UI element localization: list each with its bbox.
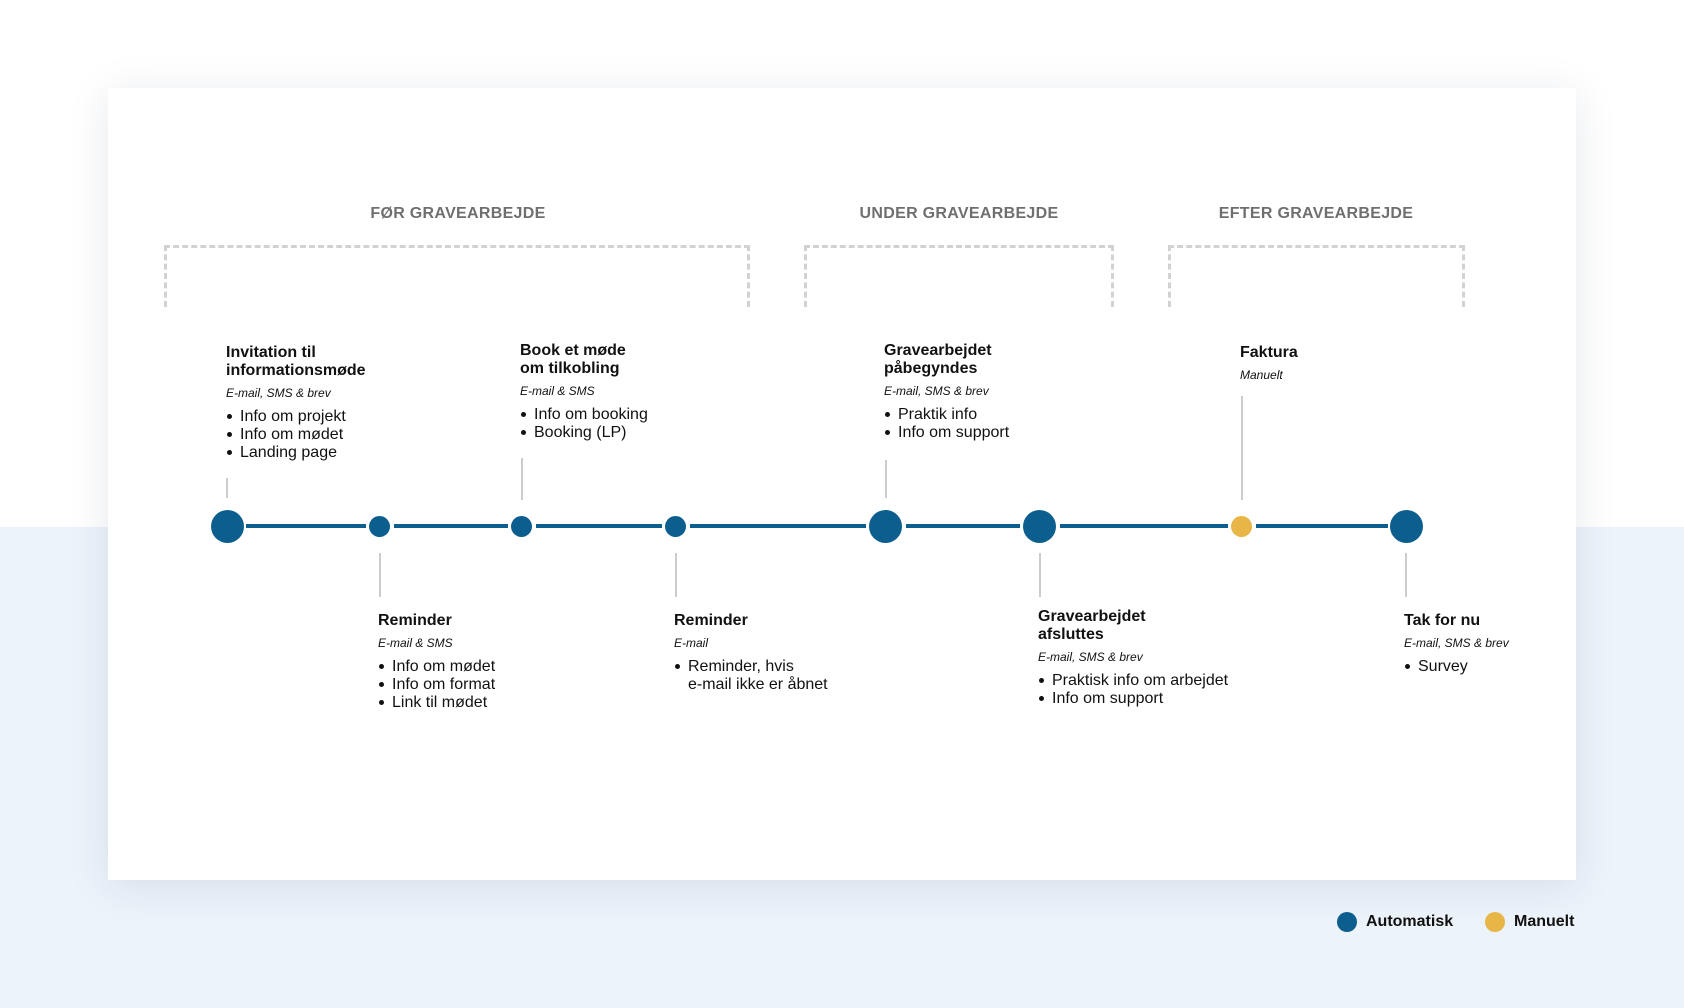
phase-bracket-after [1168, 245, 1465, 307]
event-items: Praktik info Info om support [884, 406, 1009, 442]
timeline-segment [536, 524, 662, 528]
connector-line [521, 458, 523, 500]
list-item: Booking (LP) [520, 424, 648, 442]
timeline-segment [906, 524, 1020, 528]
connector-line [885, 460, 887, 498]
list-item: Info om support [884, 424, 1009, 442]
connector-line [1039, 553, 1041, 597]
phase-label-before: FØR GRAVEARBEJDE [370, 205, 546, 222]
event-work-start: Gravearbejdet påbegyndes E-mail, SMS & b… [884, 342, 1009, 442]
timeline-node-start [869, 510, 902, 543]
event-title: Invitation til informationsmøde [226, 344, 366, 379]
event-items: Info om mødet Info om format Link til mø… [378, 658, 495, 712]
list-item: Survey [1404, 658, 1509, 676]
event-items: Info om projekt Info om mødet Landing pa… [226, 408, 366, 462]
event-booking: Book et møde om tilkobling E-mail & SMS … [520, 342, 648, 442]
phase-label-during: UNDER GRAVEARBEJDE [859, 205, 1059, 222]
list-item: Info om format [378, 676, 495, 694]
event-title: Reminder [378, 612, 452, 629]
timeline-segment [1256, 524, 1388, 528]
list-item: Praktisk info om arbejdet [1038, 672, 1228, 690]
event-items: Reminder, hvis e-mail ikke er åbnet [674, 658, 828, 694]
event-channel: E-mail, SMS & brev [884, 384, 989, 398]
event-title: Reminder [674, 612, 748, 629]
event-channel: E-mail [674, 636, 709, 650]
timeline-segment [690, 524, 866, 528]
legend-label: Manuelt [1514, 913, 1575, 930]
event-title: Faktura [1240, 344, 1298, 361]
event-reminder-2: Reminder E-mail Reminder, hvis e-mail ik… [674, 612, 828, 694]
event-title: Gravearbejdet afsluttes [1038, 608, 1146, 643]
event-reminder-1: Reminder E-mail & SMS Info om mødet Info… [378, 612, 495, 712]
list-item: Reminder, hvis e-mail ikke er åbnet [674, 658, 828, 694]
timeline-segment [394, 524, 508, 528]
list-item: Praktik info [884, 406, 1009, 424]
timeline-node-invoice [1231, 516, 1252, 537]
list-item: Info om support [1038, 690, 1228, 708]
event-invitation: Invitation til informationsmøde E-mail, … [226, 344, 366, 462]
timeline-node-reminder-1 [369, 516, 390, 537]
event-items: Survey [1404, 658, 1509, 676]
connector-line [1241, 396, 1243, 500]
legend-automatic: Automatisk [1337, 912, 1453, 932]
list-item: Link til mødet [378, 694, 495, 712]
event-work-finish: Gravearbejdet afsluttes E-mail, SMS & br… [1038, 608, 1228, 708]
connector-line [226, 478, 228, 498]
phase-label-after: EFTER GRAVEARBEJDE [1218, 205, 1414, 222]
event-channel: E-mail, SMS & brev [1038, 650, 1143, 664]
legend-manual: Manuelt [1485, 912, 1574, 932]
event-channel: E-mail & SMS [378, 636, 453, 650]
list-item: Landing page [226, 444, 366, 462]
list-item: Info om projekt [226, 408, 366, 426]
list-item: Info om booking [520, 406, 648, 424]
timeline-node-reminder-2 [665, 516, 686, 537]
phase-bracket-before [164, 245, 750, 307]
connector-line [1405, 553, 1407, 597]
diagram-card [108, 88, 1576, 880]
event-channel: E-mail & SMS [520, 384, 595, 398]
connector-line [379, 553, 381, 597]
event-channel: Manuelt [1240, 368, 1283, 382]
connector-line [675, 553, 677, 597]
event-title: Book et møde om tilkobling [520, 342, 626, 377]
manual-dot-icon [1485, 912, 1505, 932]
timeline-node-finish [1023, 510, 1056, 543]
automatic-dot-icon [1337, 912, 1357, 932]
event-thanks: Tak for nu E-mail, SMS & brev Survey [1404, 612, 1509, 676]
timeline-node-booking [511, 516, 532, 537]
event-title: Tak for nu [1404, 612, 1481, 629]
timeline-node-thanks [1390, 510, 1423, 543]
event-invoice: Faktura Manuelt [1240, 344, 1298, 382]
timeline-segment [1060, 524, 1228, 528]
event-items: Info om booking Booking (LP) [520, 406, 648, 442]
phase-bracket-during [804, 245, 1114, 307]
list-item: Info om mødet [378, 658, 495, 676]
list-item: Info om mødet [226, 426, 366, 444]
event-channel: E-mail, SMS & brev [226, 386, 331, 400]
event-channel: E-mail, SMS & brev [1404, 636, 1509, 650]
timeline-node-invitation [211, 510, 244, 543]
timeline-segment [246, 524, 366, 528]
event-items: Praktisk info om arbejdet Info om suppor… [1038, 672, 1228, 708]
legend-label: Automatisk [1366, 913, 1454, 930]
event-title: Gravearbejdet påbegyndes [884, 342, 992, 377]
